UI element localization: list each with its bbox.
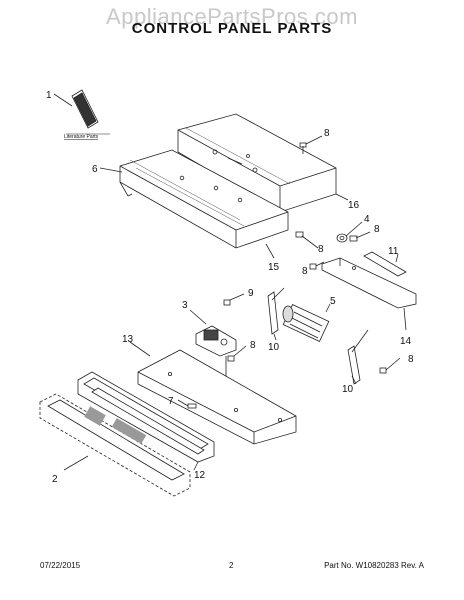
callout-3: 3 bbox=[182, 300, 188, 311]
leader-13 bbox=[129, 341, 151, 357]
leader-8f bbox=[233, 345, 247, 357]
screw-8-d bbox=[309, 263, 317, 270]
callout-15: 15 bbox=[268, 262, 280, 273]
control-panel-frame bbox=[119, 149, 289, 249]
leader-5 bbox=[325, 303, 331, 313]
leader-4 bbox=[345, 221, 363, 237]
control-plate bbox=[137, 349, 297, 445]
leader-14 bbox=[403, 307, 407, 331]
screw-9 bbox=[223, 299, 231, 306]
literature-label: Literature Parts bbox=[64, 134, 99, 140]
leader-3 bbox=[189, 309, 207, 325]
leader-12 bbox=[193, 461, 199, 471]
callout-10: 10 bbox=[342, 384, 354, 395]
callout-11: 11 bbox=[388, 246, 399, 257]
callout-13: 13 bbox=[122, 334, 134, 345]
footer-date: 07/22/2015 bbox=[40, 561, 81, 570]
leader-11 bbox=[395, 253, 399, 263]
watermark: AppliancePartsPros.com bbox=[106, 4, 358, 29]
callout-8: 8 bbox=[408, 354, 414, 365]
callout-8: 8 bbox=[318, 244, 324, 255]
callout-7: 7 bbox=[168, 396, 174, 407]
callout-9: 9 bbox=[248, 288, 254, 299]
callout-1: 1 bbox=[46, 90, 52, 101]
leader-7 bbox=[177, 399, 189, 407]
screw-8-f bbox=[227, 355, 235, 362]
leader-9 bbox=[229, 293, 245, 301]
leader-10a bbox=[273, 333, 277, 341]
control-console bbox=[77, 371, 215, 463]
footer-page-number: 2 bbox=[229, 561, 234, 570]
callout-6: 6 bbox=[92, 164, 98, 175]
callout-8: 8 bbox=[250, 340, 256, 351]
callout-5: 5 bbox=[330, 296, 336, 307]
literature-book bbox=[71, 89, 99, 129]
leader-1 bbox=[53, 93, 73, 107]
spacer-4 bbox=[336, 233, 348, 243]
callout-14: 14 bbox=[400, 336, 412, 347]
footer-part-number: Part No. W10820283 Rev. A bbox=[324, 561, 424, 570]
leader-8a bbox=[305, 135, 323, 145]
callout-8: 8 bbox=[374, 224, 380, 235]
screw-8-top bbox=[299, 142, 307, 154]
callout-4: 4 bbox=[364, 214, 370, 225]
leader-8b bbox=[355, 231, 371, 239]
cooling-fan bbox=[282, 304, 330, 342]
leader-16 bbox=[335, 193, 349, 201]
callout-12: 12 bbox=[194, 470, 206, 481]
leader-6 bbox=[99, 167, 123, 173]
mounting-bracket bbox=[321, 251, 417, 309]
callout-8: 8 bbox=[324, 128, 330, 139]
glass-panel bbox=[39, 393, 191, 497]
callout-8: 8 bbox=[302, 266, 308, 277]
side-bracket-left bbox=[267, 287, 285, 335]
page-title: CONTROL PANEL PARTS bbox=[131, 20, 333, 37]
callout-2: 2 bbox=[52, 474, 58, 485]
screw-8-e bbox=[379, 367, 387, 374]
leader-15 bbox=[265, 243, 275, 259]
screw-8-b bbox=[349, 235, 358, 242]
side-bracket-right bbox=[347, 329, 369, 385]
callout-10: 10 bbox=[268, 342, 280, 353]
leader-8c bbox=[301, 235, 319, 249]
leader-8e bbox=[385, 357, 401, 371]
screw-8-c bbox=[295, 231, 304, 238]
callout-16: 16 bbox=[348, 200, 360, 211]
leader-10b bbox=[351, 375, 357, 385]
leader-2 bbox=[63, 455, 89, 471]
